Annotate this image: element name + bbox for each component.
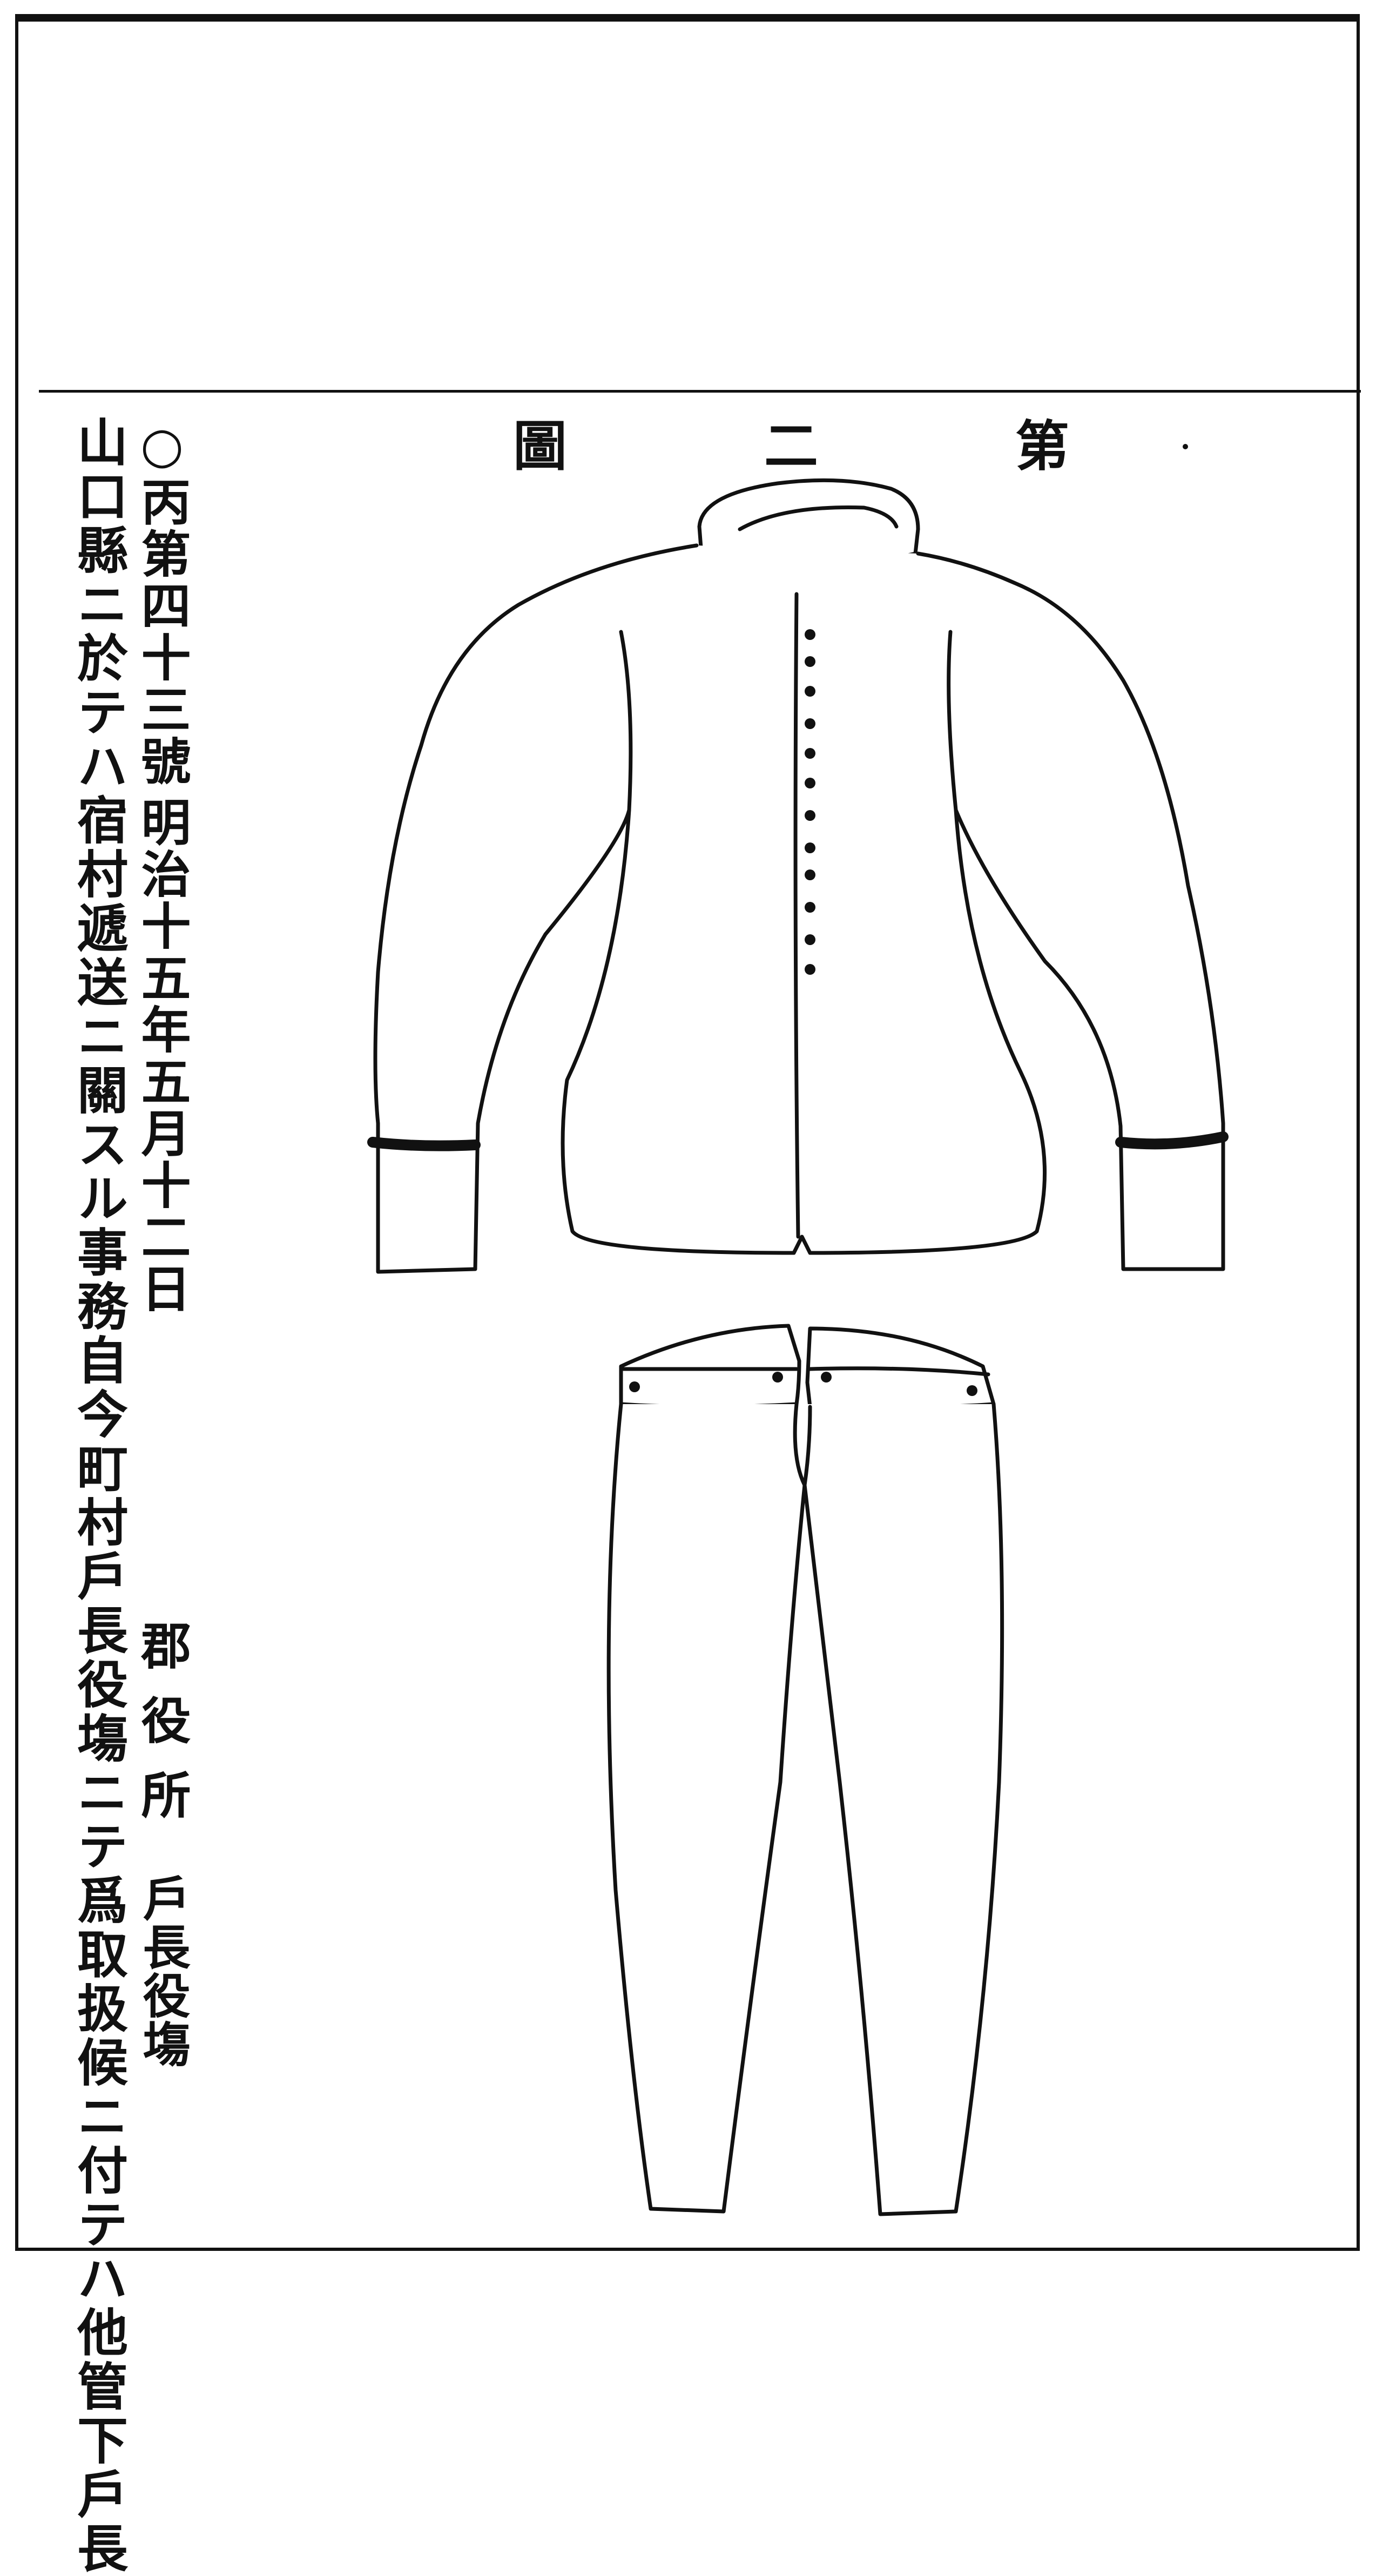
jacket-button bbox=[805, 748, 815, 759]
jacket-buttons bbox=[805, 629, 815, 975]
jacket-button bbox=[805, 778, 815, 788]
jacket-button bbox=[805, 902, 815, 913]
jacket-button bbox=[805, 629, 815, 640]
body-text-line: 山口縣ニ於テハ宿村遞送ニ關スル事務自今町村戶長役塲ニテ爲取扱候ニ付テハ他管下戶長 bbox=[69, 416, 128, 2576]
top-border-line bbox=[15, 14, 1360, 22]
trousers-button bbox=[821, 1372, 832, 1383]
jacket-placket bbox=[793, 592, 800, 1239]
notice-number: ○丙第四十三號 bbox=[133, 416, 191, 787]
jacket-right-cuff-band bbox=[1115, 1131, 1229, 1150]
jacket-button bbox=[805, 718, 815, 729]
figure-title-char-3: 圖 bbox=[513, 414, 567, 478]
section-divider bbox=[39, 390, 1361, 393]
jacket-right-seam bbox=[947, 630, 958, 812]
jacket-collar-inner bbox=[738, 505, 899, 531]
figure-title: 第 二 圖 bbox=[513, 402, 1069, 481]
trousers-button bbox=[967, 1385, 977, 1396]
notice-date: 明治十五年五月十二日 bbox=[133, 797, 191, 1315]
addressee-office: 郡役所 bbox=[133, 1620, 191, 1844]
jacket-button bbox=[805, 810, 815, 821]
trousers-left-leg-inner bbox=[793, 1402, 807, 1487]
trousers-drawing bbox=[606, 1324, 1004, 2216]
stray-dot bbox=[1183, 444, 1188, 449]
figure-title-char-2: 二 bbox=[764, 414, 818, 478]
jacket-left-seam bbox=[619, 630, 633, 812]
jacket-button bbox=[805, 964, 815, 975]
trousers-buttons bbox=[629, 1372, 977, 1396]
trousers-button bbox=[772, 1372, 783, 1383]
jacket-button bbox=[805, 869, 815, 880]
trousers-right-leg-inner bbox=[802, 1405, 812, 1487]
jacket-button bbox=[805, 842, 815, 853]
jacket-button bbox=[805, 934, 815, 945]
uniform-illustration bbox=[367, 478, 1229, 2216]
trousers-button bbox=[629, 1381, 640, 1392]
jacket-drawing bbox=[367, 478, 1229, 1274]
document-page: 第 二 圖 ○丙第四十三號 明治十五年五月十二日 郡役所 戶長役塲 山口縣ニ於テ… bbox=[15, 14, 1361, 2576]
addressee-role: 戶長役塲 bbox=[135, 1874, 191, 2068]
jacket-button bbox=[805, 686, 815, 697]
jacket-button bbox=[805, 656, 815, 667]
figure-title-char-1: 第 bbox=[1015, 414, 1069, 478]
jacket-left-cuff-band bbox=[367, 1137, 481, 1151]
trousers-waistband-line bbox=[619, 1366, 990, 1377]
trousers-legs bbox=[606, 1402, 1004, 2216]
jacket-body bbox=[373, 543, 1225, 1274]
trousers-waistband-left bbox=[619, 1324, 801, 1409]
